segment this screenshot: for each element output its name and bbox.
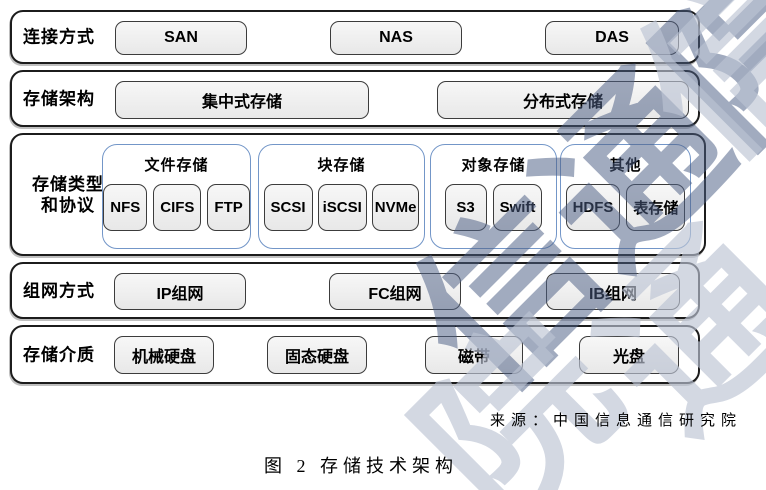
group-block-storage: 块存储 SCSI iSCSI NVMe (258, 144, 425, 249)
box-hdd: 机械硬盘 (114, 336, 214, 374)
row-networking-method: 组网方式 IP组网 FC组网 IB组网 (10, 262, 700, 319)
chip-nvme: NVMe (371, 184, 420, 231)
row-label-line1: 存储类型 (32, 174, 104, 194)
box-distributed-storage: 分布式存储 (437, 81, 689, 119)
chips-object-storage: S3 Swift (431, 184, 556, 231)
figure-caption: 图 2 存储技术架构 (264, 456, 458, 476)
row-label-connection-method: 连接方式 (23, 27, 95, 47)
box-ip-network: IP组网 (114, 273, 246, 310)
box-nas: NAS (330, 21, 462, 55)
chips-other-storage: HDFS 表存储 (561, 184, 690, 231)
group-object-storage: 对象存储 S3 Swift (430, 144, 557, 249)
chip-table-storage: 表存储 (626, 184, 686, 231)
box-tape: 磁带 (425, 336, 523, 374)
box-fc-network: FC组网 (329, 273, 461, 310)
row-storage-media: 存储介质 机械硬盘 固态硬盘 磁带 光盘 (10, 325, 700, 384)
row-label-networking-method: 组网方式 (23, 280, 95, 300)
chip-nfs: NFS (103, 184, 148, 231)
group-file-storage: 文件存储 NFS CIFS FTP (102, 144, 251, 249)
box-das: DAS (545, 21, 679, 55)
source-note: 来源：中国信息通信研究院 (489, 413, 742, 429)
row-storage-architecture: 存储架构 集中式存储 分布式存储 (10, 70, 700, 127)
group-other-storage: 其他 HDFS 表存储 (560, 144, 691, 249)
chip-iscsi: iSCSI (317, 184, 367, 231)
chips-file-storage: NFS CIFS FTP (103, 184, 250, 231)
chip-s3: S3 (444, 184, 487, 231)
chip-hdfs: HDFS (565, 184, 621, 231)
row-storage-type-protocol: 存储类型 和协议 文件存储 NFS CIFS FTP 块存储 SCSI iSCS… (10, 133, 706, 256)
chip-ftp: FTP (207, 184, 250, 231)
row-label-storage-type-protocol: 存储类型 和协议 (23, 173, 113, 216)
row-label-storage-architecture: 存储架构 (23, 88, 95, 108)
box-ib-network: IB组网 (546, 273, 680, 310)
row-label-line2: 和协议 (41, 195, 95, 215)
box-centralized-storage: 集中式存储 (115, 81, 369, 119)
chip-cifs: CIFS (153, 184, 202, 231)
group-title-object-storage: 对象存储 (461, 157, 526, 174)
box-optical-disc: 光盘 (579, 336, 679, 374)
chip-scsi: SCSI (263, 184, 313, 231)
box-san: SAN (115, 21, 247, 55)
row-label-storage-media: 存储介质 (23, 344, 95, 364)
row-connection-method: 连接方式 SAN NAS DAS (10, 10, 700, 64)
group-title-block-storage: 块存储 (317, 157, 366, 174)
chips-block-storage: SCSI iSCSI NVMe (259, 184, 424, 231)
chip-swift: Swift (492, 184, 543, 231)
box-ssd: 固态硬盘 (267, 336, 367, 374)
group-title-file-storage: 文件存储 (144, 157, 209, 174)
group-title-other-storage: 其他 (609, 157, 642, 174)
